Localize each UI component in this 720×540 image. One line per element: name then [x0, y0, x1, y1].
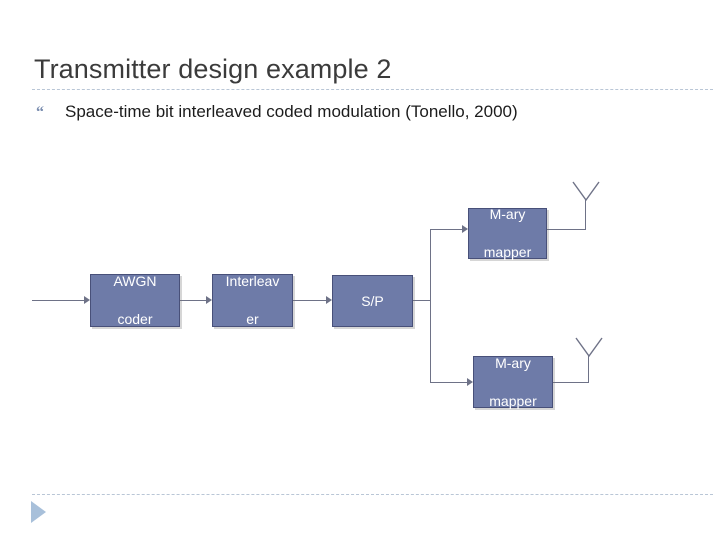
- block-mary-mapper-bottom-line1: M-ary: [495, 354, 531, 371]
- wire-antenna-top-mast: [585, 199, 586, 230]
- wire-antenna-bottom-mast: [588, 355, 589, 383]
- block-serial-to-parallel[interactable]: S/P: [332, 275, 413, 327]
- arrow-interleaver-to-sp: [326, 296, 332, 304]
- block-mary-mapper-bottom-line2: mapper: [489, 392, 537, 409]
- arrow-input-to-awgn: [84, 296, 90, 304]
- block-awgn-coder-line2: coder: [117, 311, 153, 327]
- block-mary-mapper-top[interactable]: M-ary mapper: [468, 206, 547, 260]
- footer-divider: [32, 494, 713, 495]
- wire-split-to-mary-bottom: [430, 382, 467, 383]
- page-title: Transmitter design example 2: [34, 54, 392, 84]
- block-serial-to-parallel-line1: S/P: [361, 292, 384, 309]
- play-triangle-icon: [31, 501, 46, 523]
- bullet-item: “ Space-time bit interleaved coded modul…: [36, 102, 706, 130]
- wire-input-to-awgn: [32, 300, 84, 301]
- wire-split-to-mary-top: [430, 229, 462, 230]
- bullet-text: Space-time bit interleaved coded modulat…: [65, 102, 518, 121]
- antenna-icon: [572, 181, 600, 201]
- wire-interleaver-to-sp: [293, 300, 326, 301]
- wire-sp-to-split: [413, 300, 431, 301]
- block-awgn-coder[interactable]: AWGN coder: [90, 273, 180, 327]
- wire-mary-bottom-to-antenna: [553, 382, 588, 383]
- block-awgn-coder-line1: AWGN: [113, 273, 157, 289]
- wire-mary-top-to-antenna: [547, 229, 585, 230]
- block-interleaver-line2: er: [246, 311, 259, 327]
- block-mary-mapper-bottom[interactable]: M-ary mapper: [473, 354, 553, 409]
- arrow-awgn-to-interleaver: [206, 296, 212, 304]
- block-mary-mapper-top-line1: M-ary: [489, 206, 526, 222]
- block-interleaver[interactable]: Interleav er: [212, 273, 293, 327]
- title-divider: [32, 89, 713, 90]
- wire-split-bus: [430, 229, 431, 382]
- arrow-split-to-mary-top: [462, 225, 468, 233]
- antenna-icon: [575, 337, 603, 357]
- wire-awgn-to-interleaver: [180, 300, 206, 301]
- bullet-marker-icon: “: [36, 104, 44, 121]
- block-interleaver-line1: Interleav: [225, 273, 280, 289]
- block-mary-mapper-top-line2: mapper: [483, 244, 532, 260]
- arrow-split-to-mary-bottom: [467, 378, 473, 386]
